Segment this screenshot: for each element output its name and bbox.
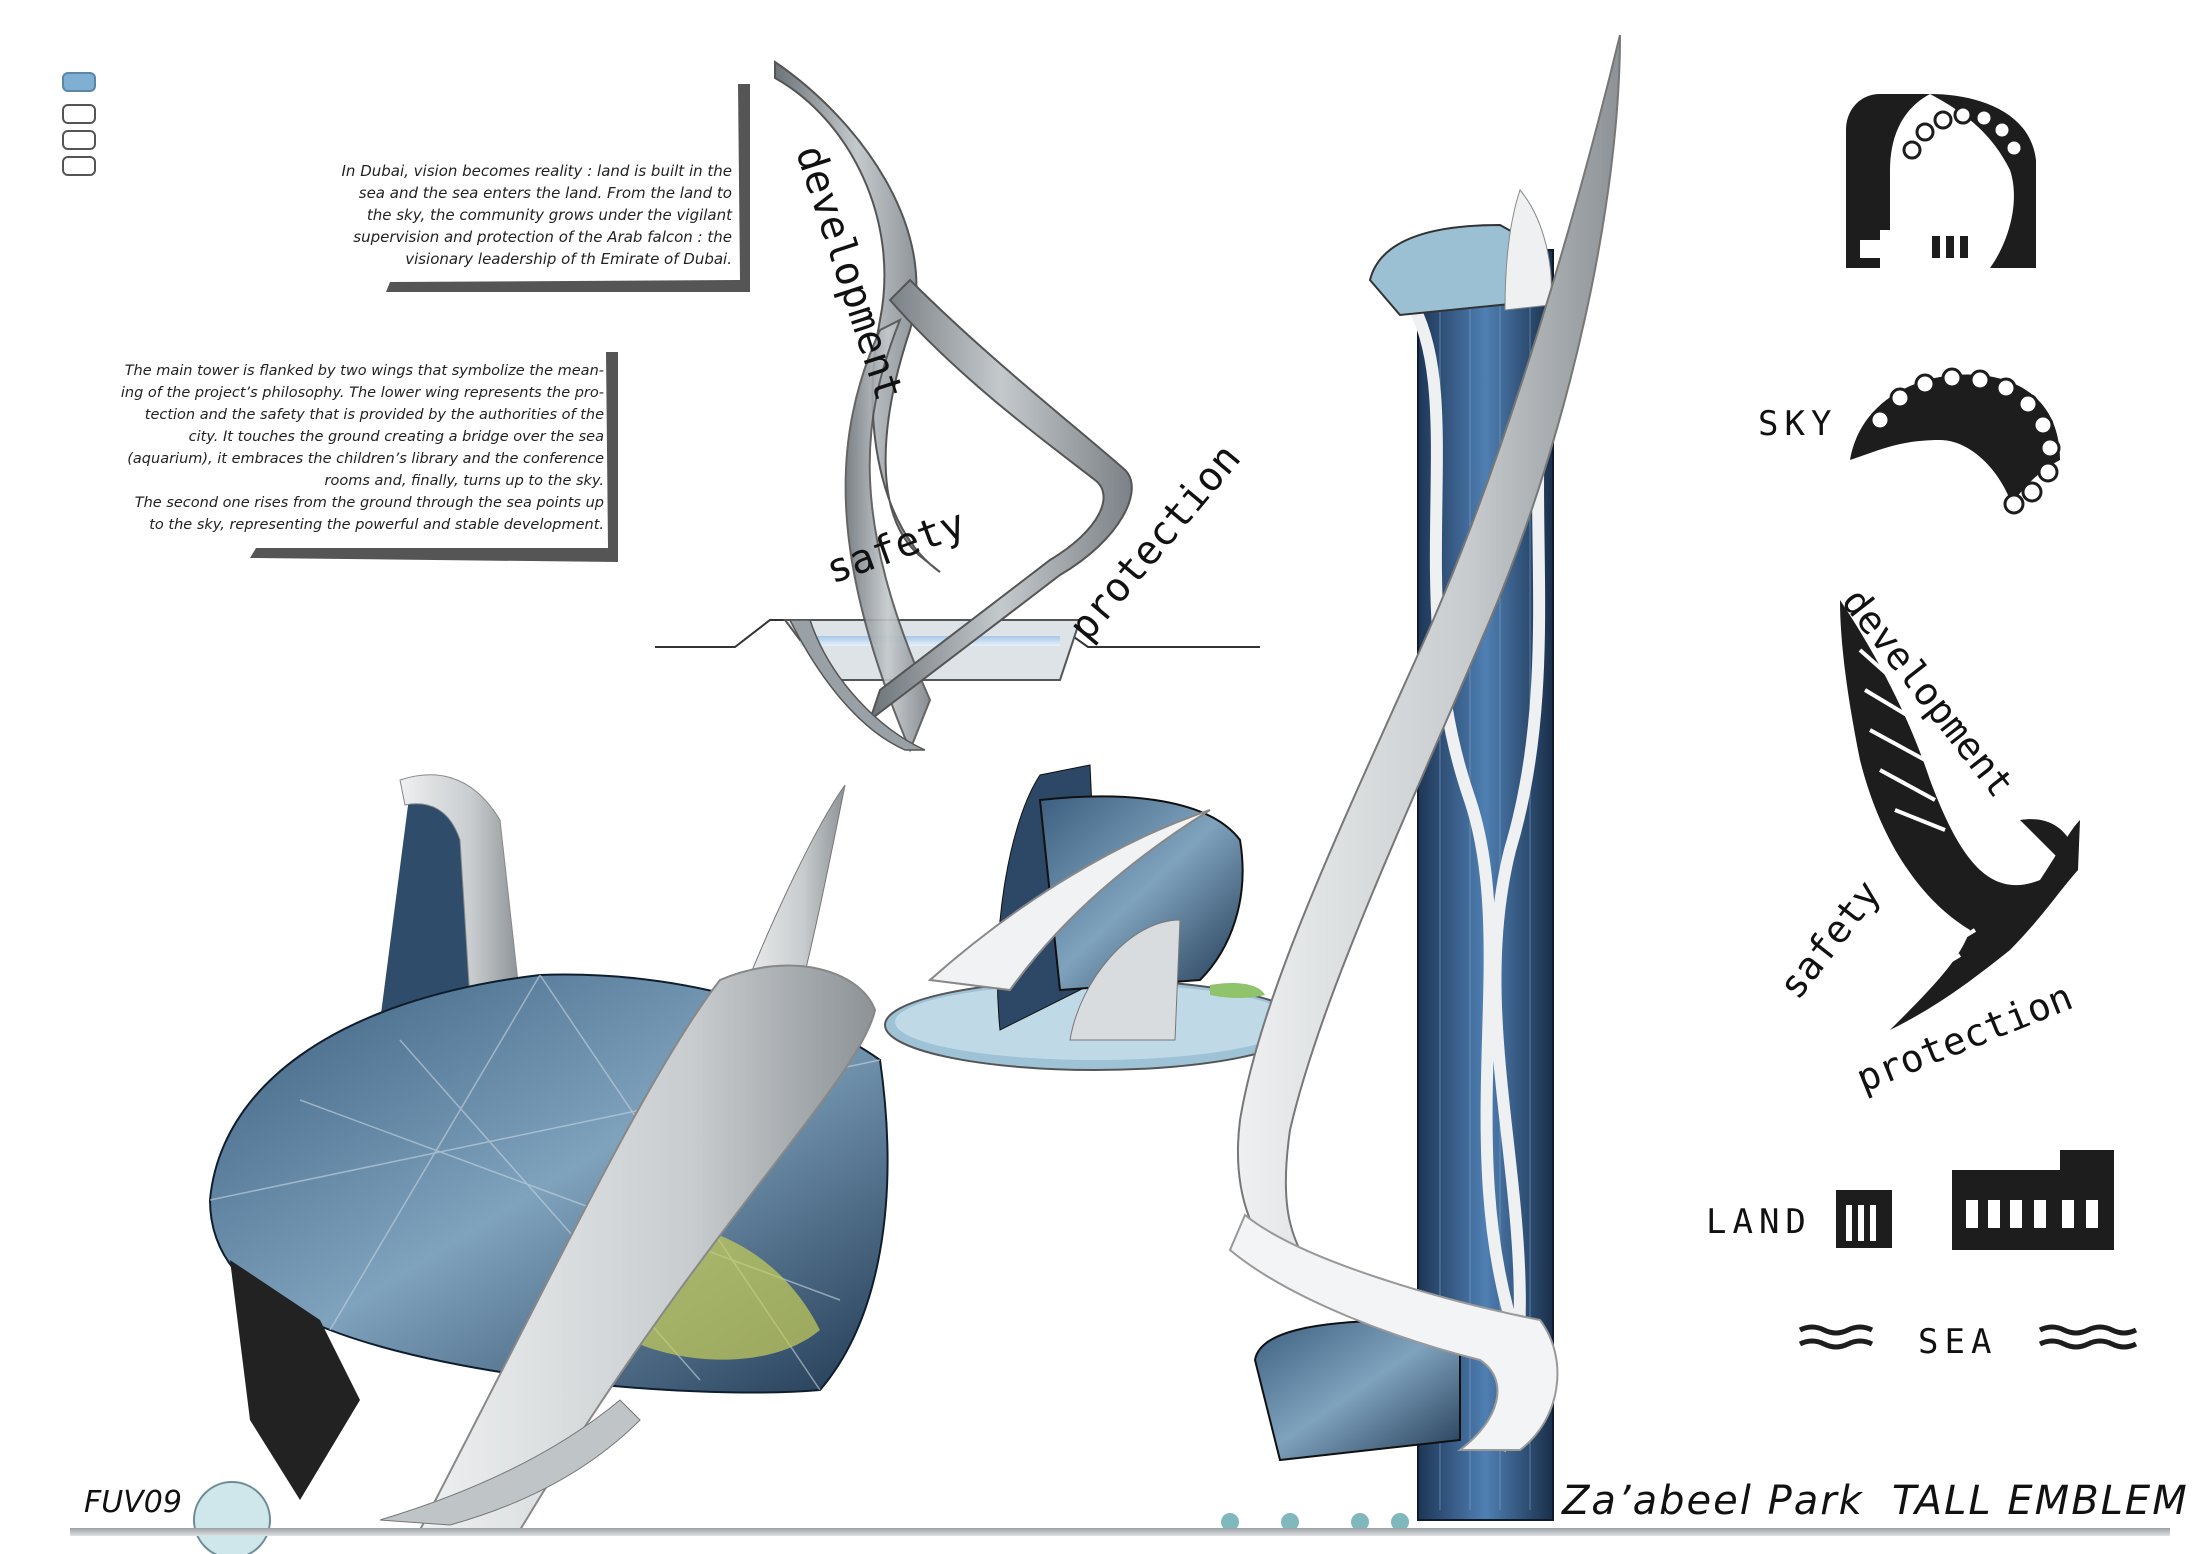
project-title: TALL EMBLEM (1892, 1478, 2189, 1524)
nav-box-2[interactable] (62, 104, 96, 124)
nav-box-4[interactable] (62, 156, 96, 176)
ground-line (70, 1528, 2170, 1536)
land-label: LAND (1706, 1202, 1812, 1242)
nav-box-3[interactable] (62, 130, 96, 150)
project-name: Za’abeel Park (1562, 1478, 1864, 1524)
project-code: FUV09 (84, 1485, 182, 1520)
sky-label: SKY (1758, 404, 1838, 444)
sea-label: SEA (1918, 1322, 1998, 1362)
nav-box-1[interactable] (62, 72, 96, 92)
